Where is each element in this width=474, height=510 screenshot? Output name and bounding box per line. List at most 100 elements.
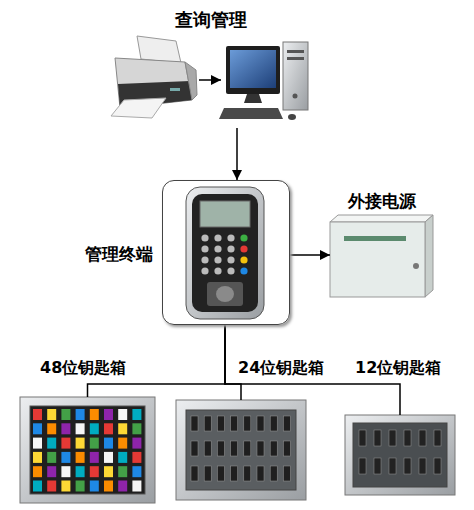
key-tag (191, 416, 198, 431)
key-tag (283, 466, 290, 481)
key-tag (132, 423, 141, 434)
key-cabinet-illustration (345, 415, 455, 495)
terminal-illustration (216, 286, 234, 302)
key-tag (33, 423, 42, 434)
key-tag (374, 430, 381, 446)
key-tag (283, 441, 290, 456)
key-tag (76, 438, 85, 449)
key-tag (61, 438, 70, 449)
printer-illustration (137, 36, 181, 63)
key-tag (90, 466, 99, 477)
key-cabinet-illustration (30, 406, 145, 494)
key-tag (118, 452, 127, 463)
key-tag (204, 416, 211, 431)
key-tag (76, 409, 85, 420)
key-tag (404, 430, 411, 446)
keypad-button (227, 256, 234, 263)
key-tag (90, 481, 99, 492)
computer-illustration (219, 42, 308, 120)
computer-illustration (283, 42, 308, 110)
key-tag (231, 416, 238, 431)
key-tag (191, 466, 198, 481)
key-tag (61, 481, 70, 492)
key-tag (244, 466, 251, 481)
key-tag (118, 409, 127, 420)
power-supply-illustration (344, 236, 406, 241)
node-heading: 12位钥匙箱 (355, 358, 441, 378)
terminal-illustration (186, 187, 264, 319)
key-tag (419, 430, 426, 446)
computer-illustration (288, 114, 296, 120)
keypad-button (240, 245, 247, 252)
key-tag (434, 458, 441, 474)
key-tag (217, 416, 224, 431)
key-cabinet-illustration (20, 397, 155, 503)
key-tag (76, 452, 85, 463)
key-tag (47, 423, 56, 434)
key-cabinet: 48位钥匙箱 (20, 397, 155, 503)
node-heading: 查询管理 (175, 10, 247, 30)
key-tag (104, 409, 113, 420)
key-tag (118, 466, 127, 477)
key-cabinet-illustration (345, 415, 455, 495)
key-tag (61, 452, 70, 463)
key-cabinet-illustration (176, 400, 306, 500)
node-heading: 24位钥匙箱 (238, 358, 324, 378)
key-tag (61, 423, 70, 434)
key-cabinet: 24位钥匙箱 (176, 400, 306, 500)
key-tag (257, 416, 264, 431)
key-tag (47, 438, 56, 449)
computer-illustration (293, 94, 298, 99)
key-tag (104, 452, 113, 463)
printer-illustration (185, 62, 197, 100)
key-tag (33, 452, 42, 463)
computer-illustration (226, 46, 280, 94)
key-tag (204, 441, 211, 456)
key-tag (404, 458, 411, 474)
node-heading: 48位钥匙箱 (40, 358, 126, 378)
key-tag (90, 438, 99, 449)
key-tag (76, 423, 85, 434)
key-tag (47, 452, 56, 463)
key-tag (132, 481, 141, 492)
management-terminal: 管理终端 (162, 180, 290, 325)
key-tag (389, 430, 396, 446)
key-tag (118, 438, 127, 449)
key-tag (217, 441, 224, 456)
key-tag (270, 466, 277, 481)
key-tag (104, 466, 113, 477)
key-tag (244, 441, 251, 456)
keypad-button (227, 245, 234, 252)
key-tag (104, 481, 113, 492)
query-management-group: 查询管理 (110, 36, 312, 128)
computer-illustration (219, 108, 283, 119)
power-supply-illustration (413, 263, 419, 269)
key-tag (434, 430, 441, 446)
key-tag (118, 481, 127, 492)
key-tag (389, 458, 396, 474)
key-cabinet-illustration (353, 423, 447, 487)
key-tag (90, 409, 99, 420)
key-cabinet-illustration (176, 400, 306, 500)
power-supply-box: 外接电源 (330, 215, 433, 297)
keypad-button (240, 234, 247, 241)
key-tag (90, 452, 99, 463)
key-tag (231, 441, 238, 456)
computer-illustration (287, 50, 304, 53)
key-tag (374, 458, 381, 474)
keypad-button (214, 245, 221, 252)
key-tag (47, 466, 56, 477)
key-cabinet: 12位钥匙箱 (345, 415, 455, 495)
printer-illustration (111, 98, 166, 118)
key-tag (61, 409, 70, 420)
power-supply-illustration (330, 215, 433, 222)
terminal-illustration (200, 201, 250, 227)
keypad-button (201, 234, 208, 241)
key-tag (244, 416, 251, 431)
keypad-button (240, 256, 247, 263)
terminal-illustration (207, 282, 243, 306)
printer-illustration (170, 88, 180, 91)
keypad-button (227, 234, 234, 241)
